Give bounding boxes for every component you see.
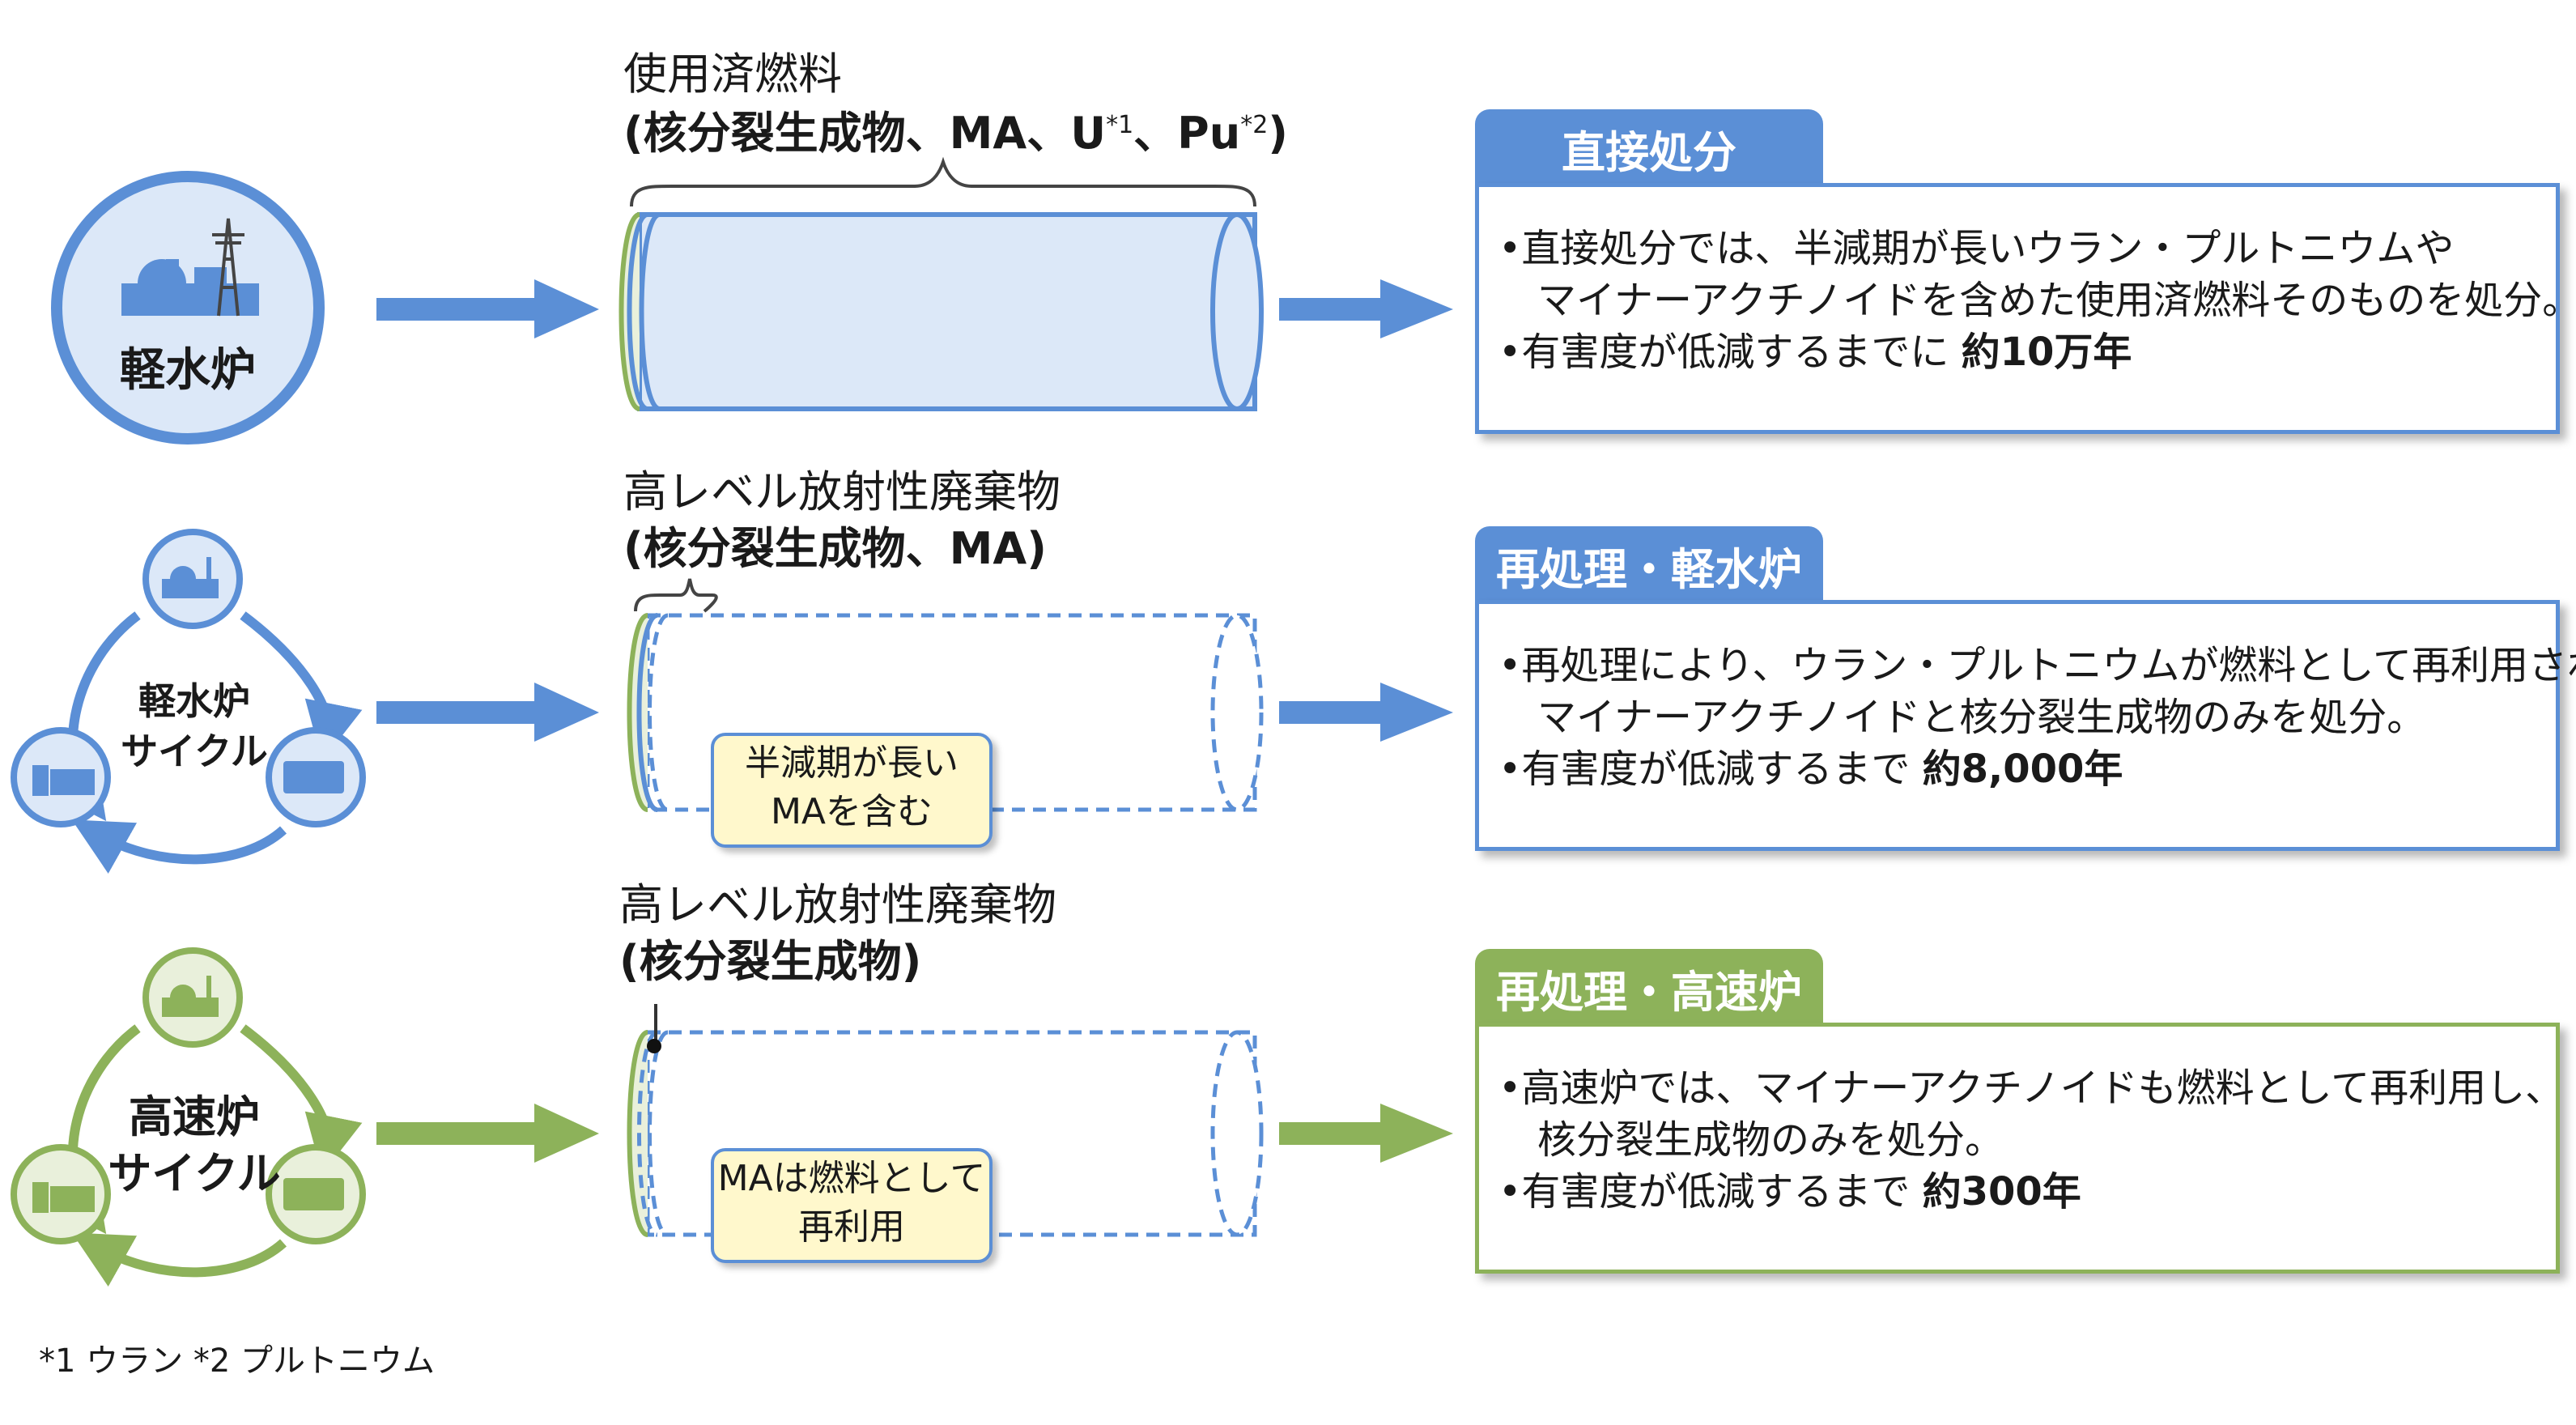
info-line: •直接処分では、半減期が長いウラン・プルトニウムや (1498, 226, 2455, 271)
flow-arrow-icon (1279, 1104, 1453, 1163)
flow-arrow-icon (1279, 683, 1453, 742)
fuel-label: 高レベル放射性廃棄物 (619, 879, 1056, 930)
info-box-lwr: •再処理により、ウラン・プルトニウムが燃料として再利用され、 マイナーアクチノイ… (1475, 600, 2576, 851)
info-line: •有害度が低減するまで 約8,000年 (1498, 747, 2123, 792)
info-box-fbr: •高速炉では、マイナーアクチノイドも燃料として再利用し、 核分裂生成物のみを処分… (1475, 1023, 2565, 1274)
info-line: マイナーアクチノイドを含めた使用済燃料そのものを処分。 (1498, 278, 2576, 323)
flow-arrow-icon (1279, 279, 1453, 338)
flow-arrow-icon (376, 279, 599, 338)
fbr-cycle-diagram (11, 947, 366, 1287)
info-box-direct: •直接処分では、半減期が長いウラン・プルトニウムや マイナーアクチノイドを含めた… (1475, 183, 2576, 434)
brace-icon (634, 578, 718, 613)
info-line: •有害度が低減するまでに 約10万年 (1498, 330, 2132, 375)
flow-arrow-icon (376, 683, 599, 742)
info-line: 核分裂生成物のみを処分。 (1498, 1117, 2004, 1163)
source-label: 高速炉サイクル (108, 1091, 281, 1199)
fuel-label: 高レベル放射性廃棄物 (623, 466, 1061, 517)
pylon-icon (212, 218, 244, 317)
info-line: •有害度が低減するまで 約300年 (1498, 1169, 2081, 1214)
tab-reprocessing-lwr: 再処理・軽水炉 (1475, 526, 1823, 604)
footnote: *1 ウラン *2 プルトニウム (39, 1342, 436, 1380)
callout-ma-reuse: MAは燃料として再利用 (711, 1148, 993, 1263)
tab-direct-disposal: 直接処分 (1475, 109, 1823, 187)
info-line: •高速炉では、マイナーアクチノイドも燃料として再利用し、 (1498, 1066, 2565, 1111)
flow-arrow-icon (376, 1104, 599, 1163)
components-label: (核分裂生成物、MA) (623, 523, 1047, 574)
fuel-cask-icon (618, 212, 1264, 411)
source-label: 軽水炉 (120, 344, 256, 397)
lwr-cycle-diagram (11, 529, 366, 874)
fuel-label: 使用済燃料 (623, 49, 842, 100)
pointer-icon (647, 1004, 661, 1053)
info-line: •再処理により、ウラン・プルトニウムが燃料として再利用され、 (1498, 643, 2576, 688)
source-label: 軽水炉サイクル (121, 679, 268, 773)
info-line: マイナーアクチノイドと核分裂生成物のみを処分。 (1498, 695, 2426, 740)
components-label: (核分裂生成物、MA、U*1、Pu*2) (623, 108, 1288, 159)
components-label: (核分裂生成物) (619, 936, 922, 987)
brace-icon (630, 156, 1256, 207)
tab-reprocessing-fbr: 再処理・高速炉 (1475, 949, 1823, 1027)
lwr-reactor-circle (51, 171, 325, 445)
